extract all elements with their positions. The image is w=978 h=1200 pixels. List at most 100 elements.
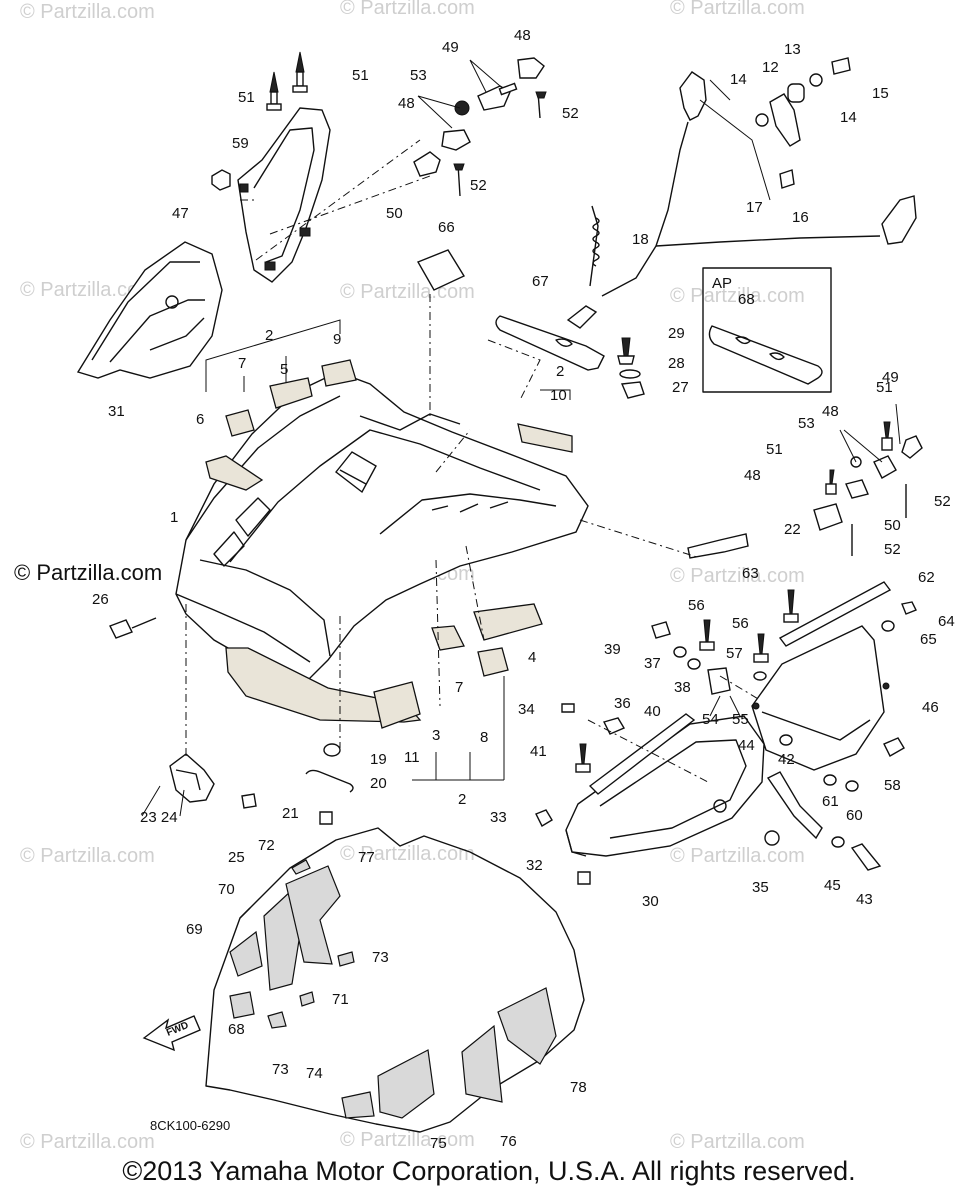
watermark-13: © Partzilla.com (670, 1131, 805, 1153)
callout-c39: 39 (604, 641, 621, 658)
callout-c56a: 56 (688, 597, 705, 614)
gasket-67 (495, 315, 605, 371)
callout-c49b: 49 (882, 369, 899, 386)
callout-c10: 10 (550, 387, 567, 404)
callout-c2b: 2 (556, 363, 564, 380)
callout-c52a: 52 (562, 105, 579, 122)
callout-c55: 55 (732, 711, 749, 728)
callout-c21: 21 (282, 805, 299, 822)
ap-label: AP (712, 275, 732, 292)
fasteners-middle (651, 589, 917, 871)
callout-c13: 13 (784, 41, 801, 58)
watermark-0: © Partzilla.com (20, 1, 155, 23)
callout-c51b: 51 (238, 89, 255, 106)
callout-c42: 42 (778, 751, 795, 768)
callout-c19: 19 (370, 751, 387, 768)
callout-c40: 40 (644, 703, 661, 720)
callout-c50a: 50 (386, 205, 403, 222)
callout-c54: 54 (702, 711, 719, 728)
callout-c58: 58 (884, 777, 901, 794)
callout-c31: 31 (108, 403, 125, 420)
callout-c12: 12 (762, 59, 779, 76)
deflector-31 (76, 241, 223, 379)
callout-c26: 26 (92, 591, 109, 608)
copyright-notice: ©2013 Yamaha Motor Corporation, U.S.A. A… (122, 1156, 856, 1186)
callout-c43: 43 (856, 891, 873, 908)
cable-assembly-17 (566, 57, 917, 329)
callout-c48d: 48 (744, 467, 761, 484)
callout-c7a: 7 (238, 355, 246, 372)
callout-c1: 1 (170, 509, 178, 526)
pad-66 (416, 249, 466, 291)
callout-c33: 33 (490, 809, 507, 826)
strip-22 (687, 533, 749, 559)
watermark-3: © Partzilla.com (20, 279, 155, 301)
callout-c49a: 49 (442, 39, 459, 56)
callout-c27: 27 (672, 379, 689, 396)
callout-c72: 72 (258, 837, 275, 854)
strap-42 (766, 771, 823, 840)
callout-c36: 36 (614, 695, 631, 712)
tray-30 (565, 713, 765, 857)
leader-brackets (141, 59, 901, 817)
callout-c9: 9 (333, 331, 341, 348)
watermark-11: © Partzilla.com (20, 1131, 155, 1153)
callout-c29: 29 (668, 325, 685, 342)
hull-body (205, 827, 585, 1133)
callout-c34: 34 (518, 701, 535, 718)
callout-c67: 67 (532, 273, 549, 290)
callout-c78: 78 (570, 1079, 587, 1096)
callout-c73b: 73 (272, 1061, 289, 1078)
callout-c68b: 68 (228, 1021, 245, 1038)
watermark-10: © Partzilla.com (670, 845, 805, 867)
watermark-1: © Partzilla.com (340, 0, 475, 19)
callout-c66: 66 (438, 219, 455, 236)
callout-c74: 74 (306, 1065, 323, 1082)
watermark-2: © Partzilla.com (670, 0, 805, 19)
callout-c16: 16 (792, 209, 809, 226)
callout-c52b: 52 (470, 177, 487, 194)
hood-1 (175, 371, 589, 681)
callout-c41: 41 (530, 743, 547, 760)
callout-c22: 22 (784, 521, 801, 538)
fastener-27-29 (617, 337, 645, 399)
callout-c2324: 23 24 (140, 809, 178, 826)
pin-51-a (292, 51, 308, 93)
clip-19-20 (305, 743, 354, 793)
callout-c2c: 2 (458, 791, 466, 808)
watermark-4: © Partzilla.com (340, 281, 475, 303)
callout-c70: 70 (218, 881, 235, 898)
pin-51-b (266, 71, 282, 111)
ap-gasket-68 (708, 325, 823, 385)
callout-c25: 25 (228, 849, 245, 866)
callout-c57: 57 (726, 645, 743, 662)
callout-c48a: 48 (514, 27, 531, 44)
callout-c76: 76 (500, 1133, 517, 1150)
callout-layer: 5151494853485252505947661312141415161718… (92, 27, 955, 1152)
callout-c46: 46 (922, 699, 939, 716)
callout-c52d: 52 (884, 541, 901, 558)
callout-c44: 44 (738, 737, 755, 754)
callout-c48b: 48 (398, 95, 415, 112)
callout-c45: 45 (824, 877, 841, 894)
liner-pads (229, 859, 557, 1119)
ap-inset-box: AP (702, 267, 832, 393)
callout-c14b: 14 (840, 109, 857, 126)
partzilla-watermark: © Partzilla.com (14, 560, 163, 585)
callout-c59: 59 (232, 135, 249, 152)
callout-c48c: 48 (822, 403, 839, 420)
hinge-cluster-top (413, 57, 547, 197)
callout-c51d: 51 (766, 441, 783, 458)
fasteners-tray (535, 703, 626, 885)
callout-c20: 20 (370, 775, 387, 792)
fwd-arrow-icon: FWD (142, 1015, 201, 1052)
callout-c53a: 53 (410, 67, 427, 84)
watermark-12: © Partzilla.com (340, 1129, 475, 1151)
callout-c75: 75 (430, 1135, 447, 1152)
assembly-lines (185, 139, 761, 783)
callout-c32: 32 (526, 857, 543, 874)
callout-c17: 17 (746, 199, 763, 216)
callout-c69: 69 (186, 921, 203, 938)
callout-c4: 4 (528, 649, 536, 666)
